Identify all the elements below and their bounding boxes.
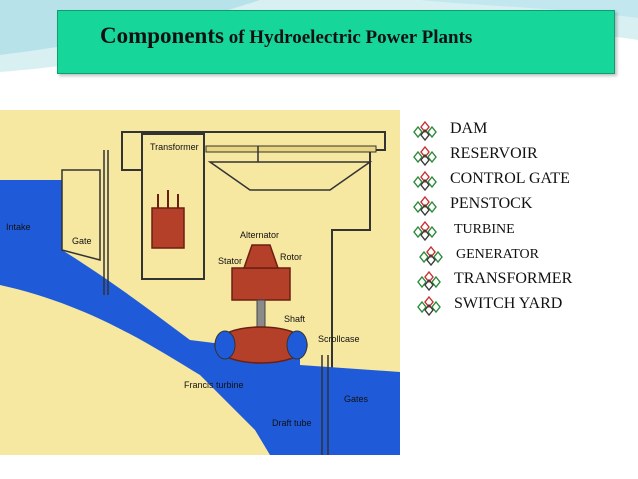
component-label: TRANSFORMER [454, 270, 573, 287]
water-flow [0, 180, 400, 455]
label-stator: Stator [218, 256, 242, 266]
diamond-cluster-icon [413, 171, 437, 191]
diamond-cluster-icon [413, 196, 437, 216]
label-shaft: Shaft [284, 314, 306, 324]
dam-wall [61, 169, 101, 261]
alternator [231, 267, 291, 301]
component-label: TURBINE [454, 222, 515, 237]
component-label: GENERATOR [456, 247, 539, 262]
hydro-plant-diagram: Transformer Intake Gate Alternator Stato… [0, 110, 400, 455]
diamond-cluster-icon [413, 121, 437, 141]
label-rotor: Rotor [280, 252, 302, 262]
transformer-unit [151, 207, 185, 249]
diamond-cluster-icon [419, 246, 443, 266]
component-label: CONTROL GATE [450, 170, 570, 187]
label-francis-turbine: Francis turbine [184, 380, 244, 390]
component-label: DAM [450, 120, 488, 137]
diamond-cluster-icon [413, 221, 437, 241]
label-scrollcase: Scrollcase [318, 334, 360, 344]
component-label: SWITCH YARD [454, 295, 563, 312]
label-gates: Gates [344, 394, 369, 404]
label-alternator: Alternator [240, 230, 279, 240]
title-part-2: of Hydroelectric Power Plants [223, 27, 473, 48]
diamond-cluster-icon [417, 271, 441, 291]
shaft [256, 299, 266, 331]
title-part-1: Components [100, 23, 224, 48]
label-intake: Intake [6, 222, 31, 232]
transformer-room [141, 133, 205, 280]
diamond-cluster-icon [413, 146, 437, 166]
component-label: PENSTOCK [450, 195, 533, 212]
label-draft-tube: Draft tube [272, 418, 312, 428]
label-gate: Gate [72, 236, 92, 246]
diamond-cluster-icon [417, 296, 441, 316]
label-transformer: Transformer [150, 142, 199, 152]
title-banner: Components of Hydroelectric Power Plants [57, 10, 615, 74]
component-label: RESERVOIR [450, 145, 538, 162]
slide-title: Components of Hydroelectric Power Plants [100, 23, 472, 49]
